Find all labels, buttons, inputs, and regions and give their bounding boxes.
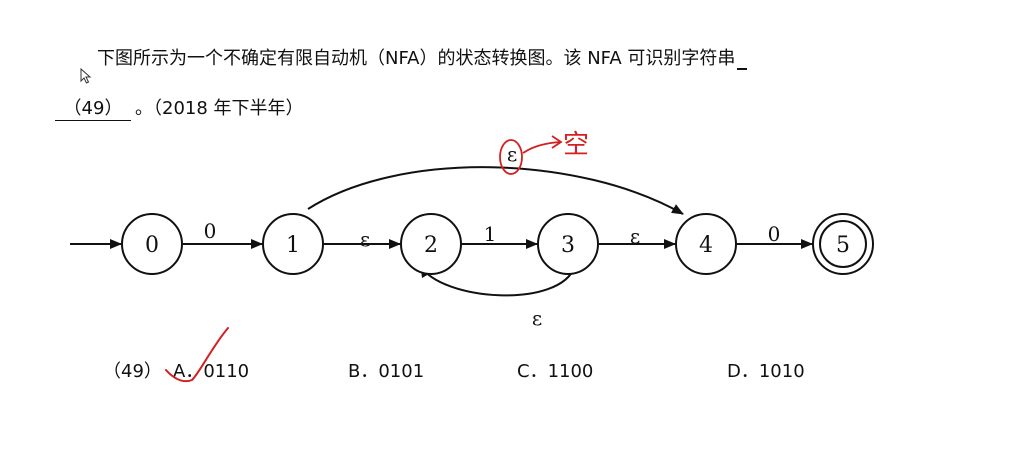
option-d[interactable]: D．1010 [727, 361, 805, 382]
edge-3-2-label: ε [532, 306, 542, 330]
question-text: 下图所示为一个不确定有限自动机（NFA）的状态转换图。该 NFA 可识别字符串 [97, 48, 736, 69]
state-4: 4 [675, 213, 737, 275]
state-5-label: 5 [836, 233, 850, 258]
checkmark-icon [165, 327, 229, 383]
state-4-label: 4 [699, 233, 713, 258]
state-0: 0 [121, 213, 183, 275]
answer-blank: （49） [55, 94, 131, 121]
edge-1-4-arc [307, 166, 684, 215]
option-a[interactable]: A．0110 [173, 361, 250, 382]
question-line-2: （49）。（2018 年下半年） [55, 94, 304, 121]
edge-4-5-label: 0 [768, 222, 781, 246]
edge-1-2-label: ε [360, 227, 370, 251]
state-1: 1 [262, 213, 324, 275]
state-3-label: 3 [561, 233, 575, 258]
option-b[interactable]: B．0101 [348, 361, 425, 382]
edge-0-1-label: 0 [204, 219, 217, 243]
question-number: （49） [103, 361, 162, 382]
answer-blank-start [737, 50, 748, 70]
question-line-1: 下图所示为一个不确定有限自动机（NFA）的状态转换图。该 NFA 可识别字符串 [97, 44, 748, 70]
state-2: 2 [400, 213, 462, 275]
state-2-label: 2 [424, 233, 438, 258]
edge-2-3-label: 1 [484, 222, 497, 246]
option-c[interactable]: C．1100 [517, 361, 594, 382]
edge-3-4-label: ε [630, 224, 640, 248]
annotation-circle [499, 139, 523, 175]
state-1-label: 1 [286, 233, 300, 258]
mouse-pointer-icon [80, 68, 92, 84]
edge-3-2-loop [420, 265, 576, 297]
state-5-accept: 5 [812, 213, 874, 275]
state-0-label: 0 [145, 233, 159, 258]
state-3: 3 [537, 213, 599, 275]
handwritten-annotation: 空 [499, 130, 589, 175]
edge-1-4-label: ε [507, 142, 517, 166]
annotation-note: 空 [563, 130, 589, 160]
annotation-arrow [522, 135, 563, 154]
question-source: 。（2018 年下半年） [135, 98, 304, 119]
